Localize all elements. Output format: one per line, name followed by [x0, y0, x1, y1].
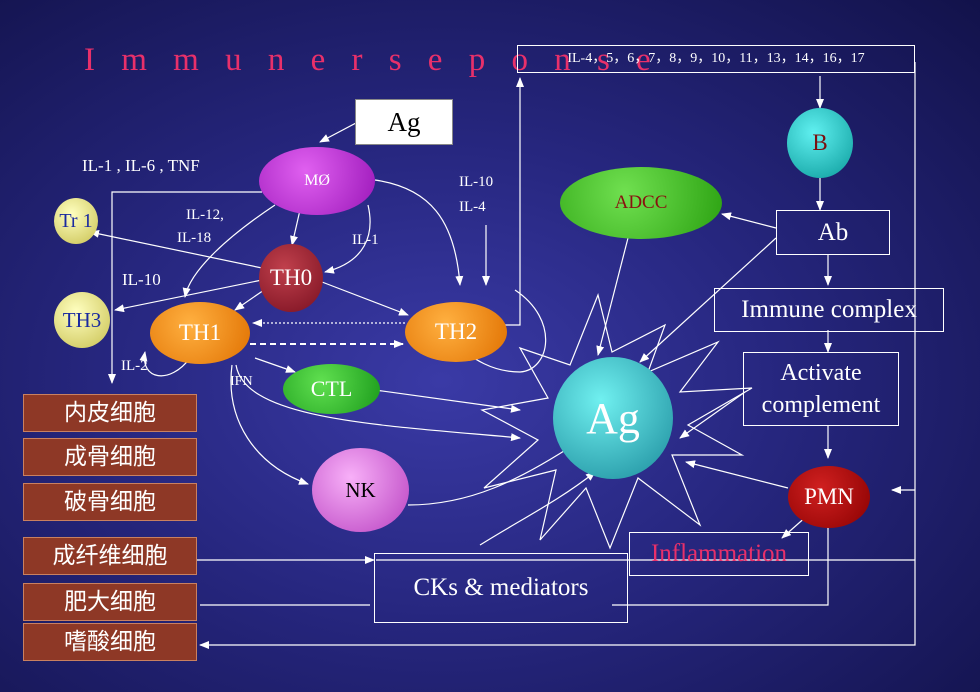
- ctl-node: CTL: [283, 364, 380, 414]
- label-il10-left: IL-10: [122, 270, 161, 289]
- th1-node: TH1: [150, 302, 250, 364]
- antigen-center-node: Ag: [553, 357, 673, 479]
- th0-node: TH0: [259, 244, 323, 312]
- inflammation-box: Inflammation: [629, 532, 809, 576]
- label-il10-right: IL-10: [459, 174, 494, 190]
- antigen-burst: [480, 293, 753, 550]
- pmn-node: PMN: [788, 466, 870, 528]
- label-il1: IL-1: [352, 232, 379, 248]
- macrophage-node: MØ: [259, 147, 375, 215]
- activate-complement-box: Activate complement: [743, 352, 899, 426]
- label-il4-right: IL-4: [459, 199, 486, 215]
- tr1-node: Tr 1: [54, 198, 98, 244]
- antigen-box: Ag: [355, 99, 453, 145]
- cks-mediators-box: CKs & mediators: [374, 553, 628, 623]
- nk-node: NK: [312, 448, 409, 532]
- cell-osteoblast: 成骨细胞: [23, 438, 197, 476]
- cell-osteoclast: 破骨细胞: [23, 483, 197, 521]
- label-il12: IL-12,: [186, 207, 224, 223]
- cell-endothelial: 内皮细胞: [23, 394, 197, 432]
- label-il18: IL-18: [177, 230, 212, 246]
- complement-label: complement: [761, 392, 881, 418]
- label-il1-il6-tnf: IL-1 , IL-6 , TNF: [82, 156, 200, 175]
- label-ifn: IFN: [230, 374, 253, 389]
- th2-node: TH2: [405, 302, 507, 362]
- label-il2: IL-2: [121, 358, 148, 374]
- antibody-box: Ab: [776, 210, 890, 255]
- cell-eosinophil: 嗜酸细胞: [23, 623, 197, 661]
- immune-complex-box: Immune complex: [714, 288, 944, 332]
- cytokine-list-box: IL-4，5，6，7，8，9，10，11，13，14，16，17: [517, 45, 915, 73]
- activate-label: Activate: [780, 360, 862, 386]
- cell-mast: 肥大细胞: [23, 583, 197, 621]
- th3-node: TH3: [54, 292, 110, 348]
- b-cell-node: B: [787, 108, 853, 178]
- adcc-node: ADCC: [560, 167, 722, 239]
- cell-fibroblast: 成纤维细胞: [23, 537, 197, 575]
